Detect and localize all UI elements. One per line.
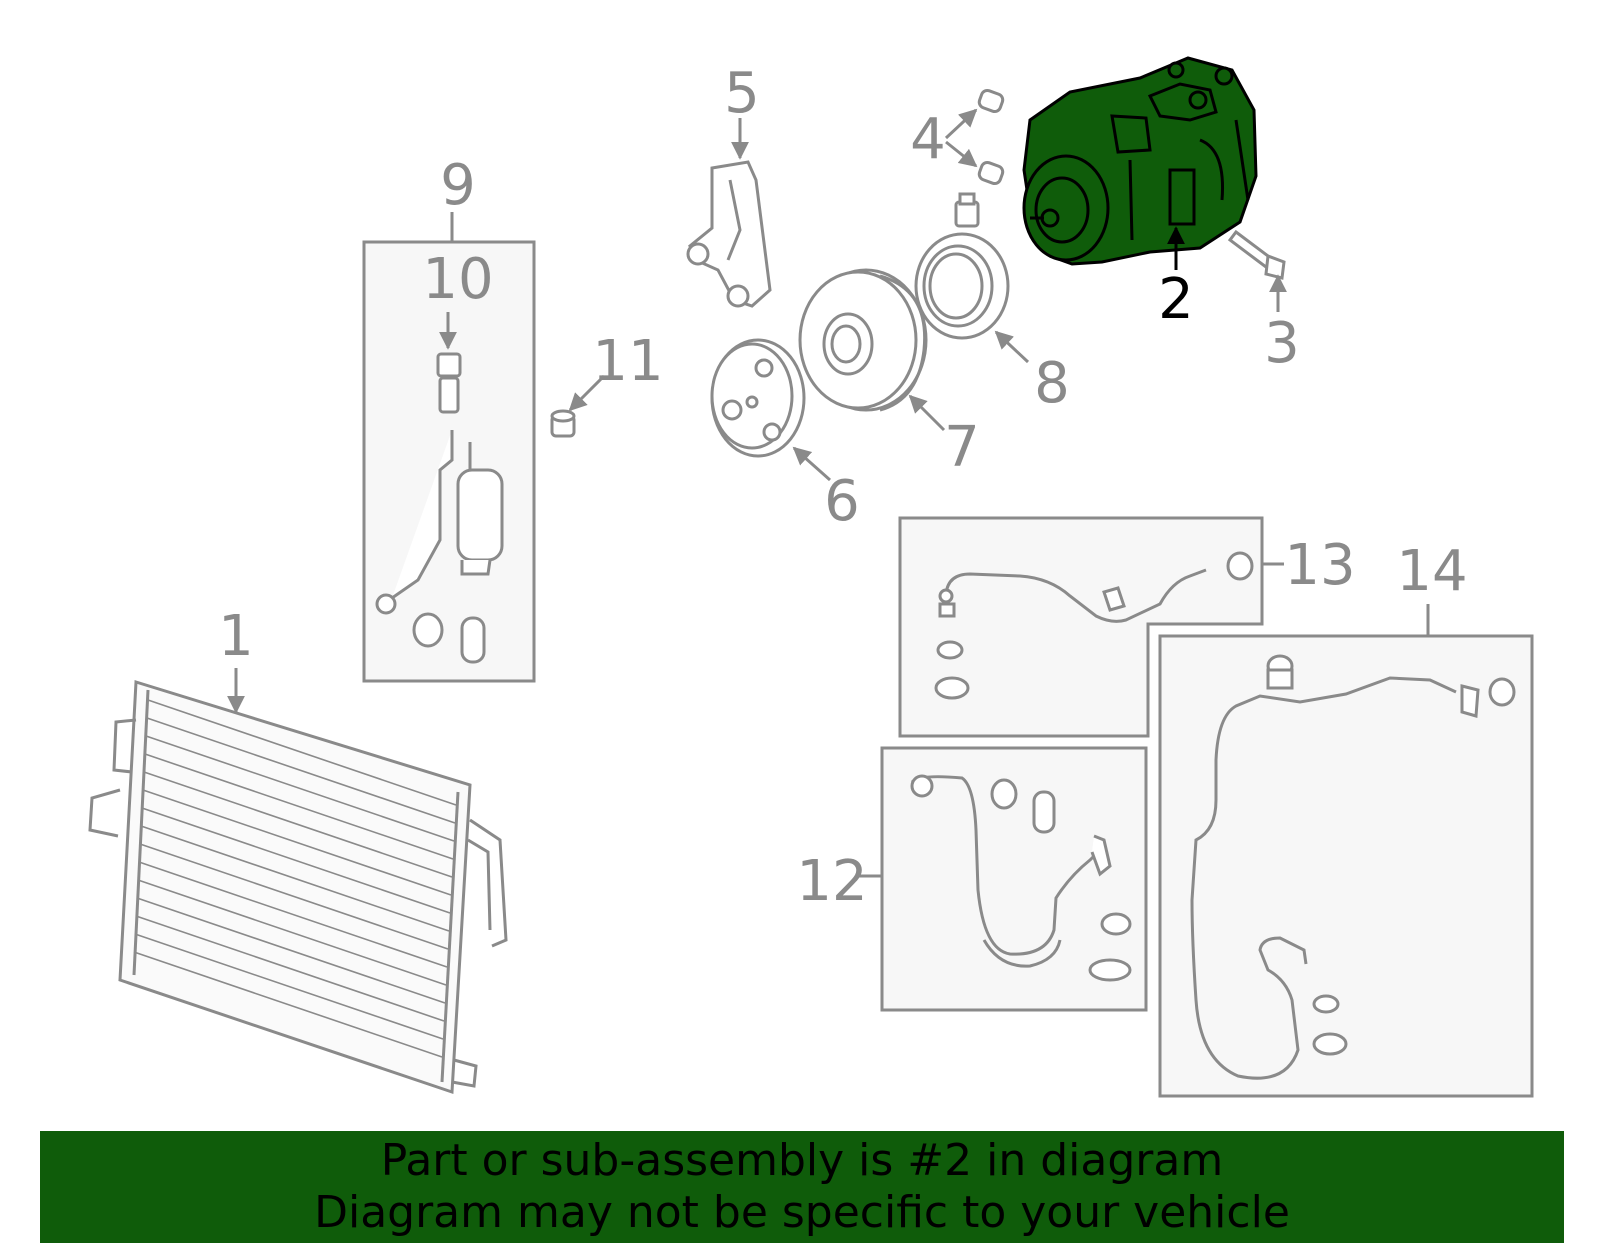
- callout-leader-7: [908, 394, 946, 432]
- callout-leader-4a: [944, 108, 978, 140]
- pulley-part[interactable]: [798, 268, 928, 412]
- callout-12: 12: [796, 849, 867, 914]
- callout-11: 11: [592, 329, 663, 394]
- suction-line-part[interactable]: [1190, 654, 1516, 1080]
- callout-9: 9: [440, 153, 476, 218]
- info-banner: Part or sub-assembly is #2 in diagram Di…: [40, 1131, 1564, 1243]
- callout-10: 10: [422, 247, 493, 312]
- discharge-line-panel: [898, 516, 1264, 738]
- discharge-line-part[interactable]: [934, 551, 1254, 700]
- callout-7: 7: [944, 415, 980, 480]
- callout-2: 2: [1158, 267, 1194, 332]
- callout-3: 3: [1264, 311, 1300, 376]
- callout-6: 6: [824, 469, 860, 534]
- compressor-part-highlighted[interactable]: [1022, 56, 1258, 266]
- mounting-bracket-part[interactable]: [686, 160, 772, 308]
- clutch-hub-part[interactable]: [710, 338, 806, 458]
- callout-5: 5: [724, 61, 760, 126]
- liquid-line-part[interactable]: [910, 774, 1132, 982]
- field-coil-part[interactable]: [914, 192, 1010, 340]
- callout-leader-6: [792, 446, 831, 482]
- callout-leader-11: [568, 374, 606, 412]
- pressure-switch-part[interactable]: [436, 352, 462, 414]
- cap-part[interactable]: [550, 409, 576, 438]
- callout-8: 8: [1034, 351, 1070, 416]
- callout-4: 4: [910, 107, 946, 172]
- callout-leader-4b: [945, 140, 978, 168]
- receiver-drier-part[interactable]: [375, 430, 504, 664]
- mounting-bolt-part[interactable]: [1227, 229, 1286, 280]
- condenser-part[interactable]: [88, 680, 508, 1095]
- callout-13: 13: [1284, 533, 1355, 598]
- dowel-pin-part[interactable]: [977, 88, 1005, 186]
- callout-leader-8: [994, 330, 1030, 364]
- callout-1: 1: [218, 604, 254, 669]
- banner-line-part-number: Part or sub-assembly is #2 in diagram: [380, 1135, 1224, 1186]
- banner-line-disclaimer: Diagram may not be specific to your vehi…: [314, 1187, 1290, 1238]
- callout-14: 14: [1396, 539, 1467, 604]
